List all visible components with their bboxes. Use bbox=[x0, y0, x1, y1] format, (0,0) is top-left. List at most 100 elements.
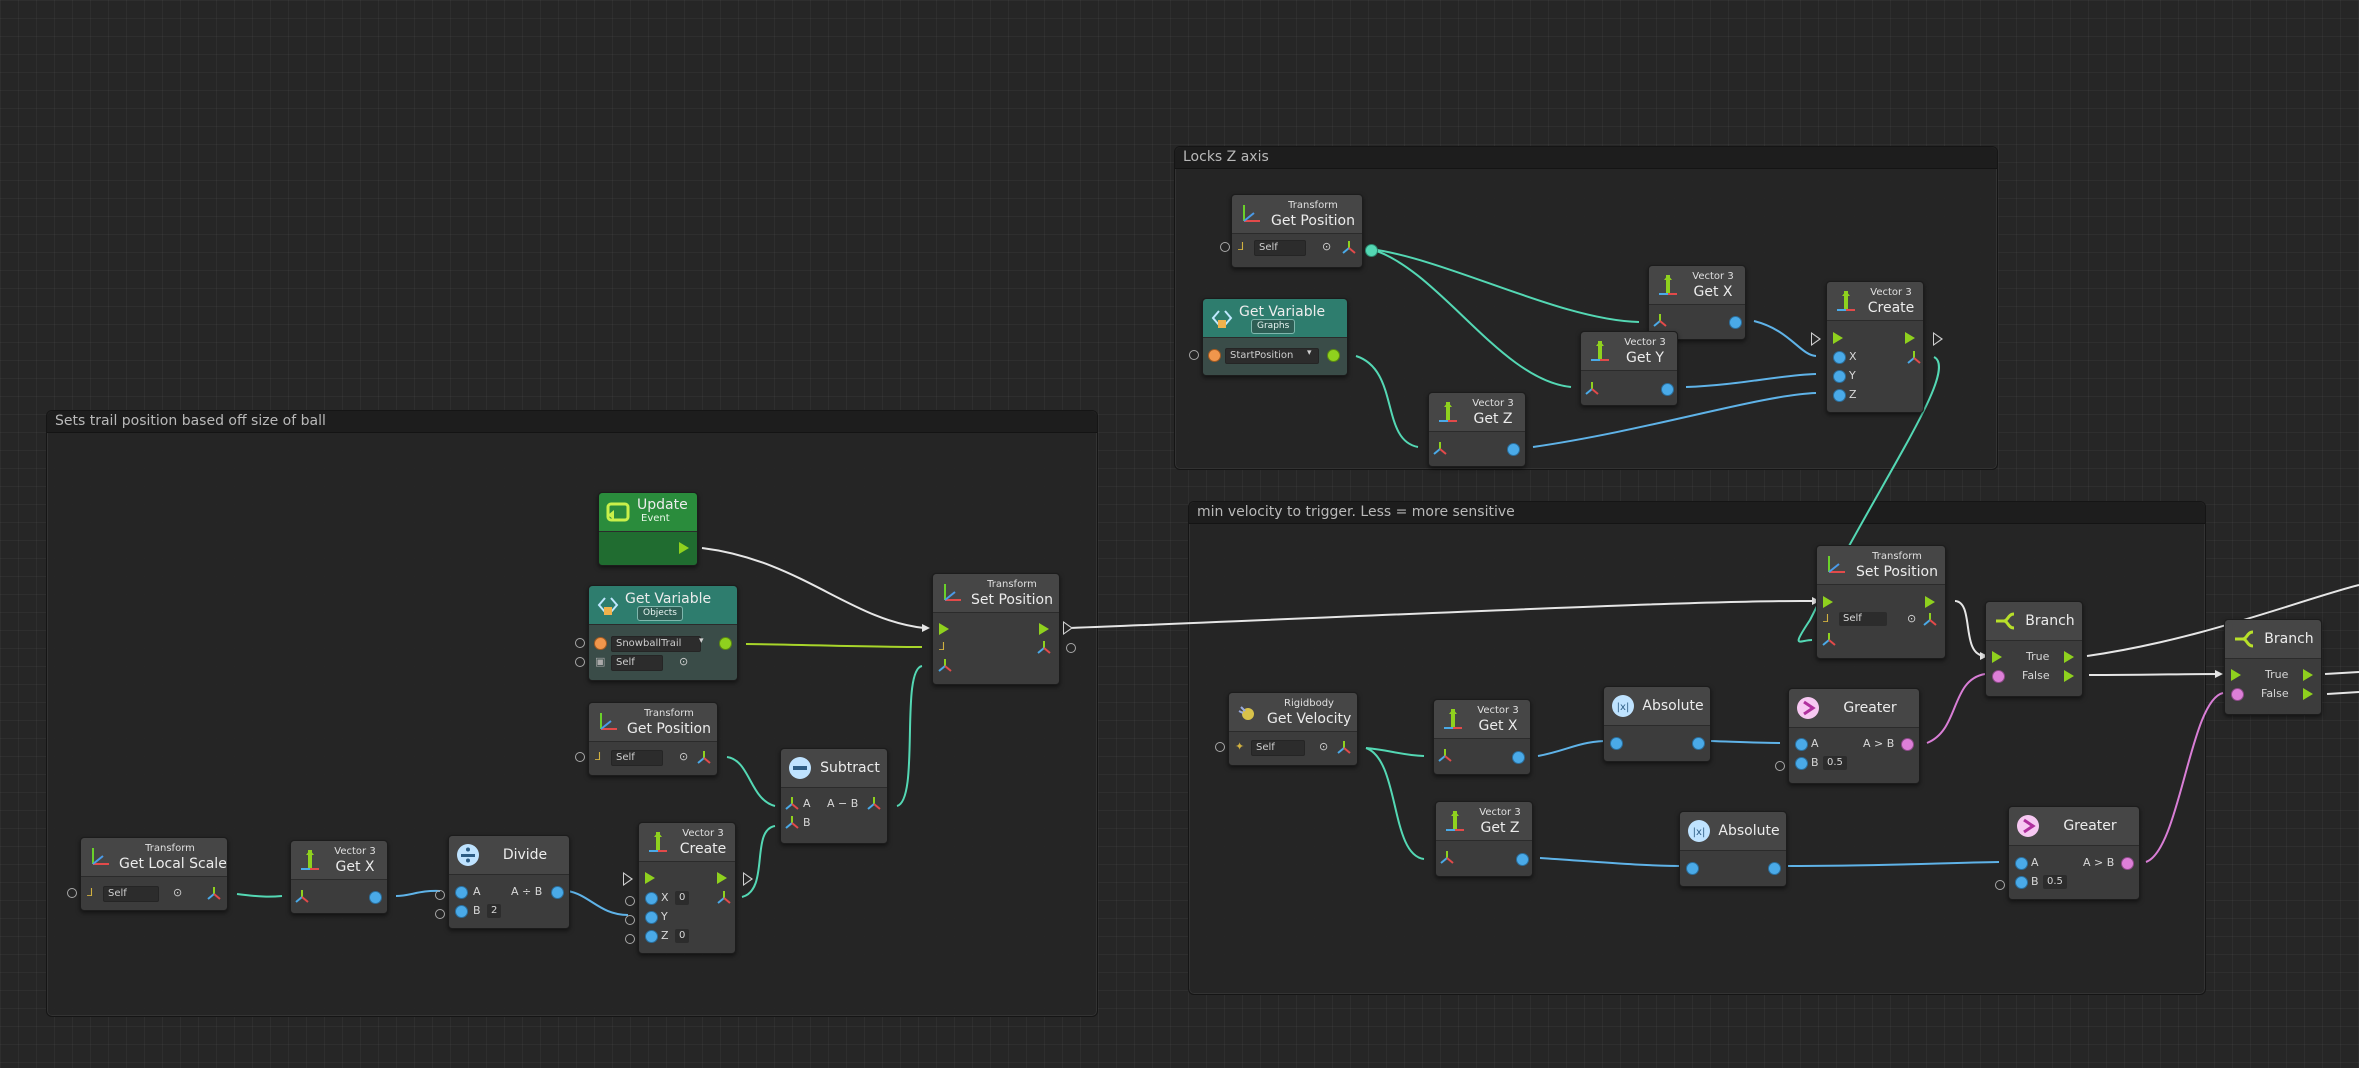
node-rigidbody-get-velocity[interactable]: Rigidbody Get Velocity ✦ Self ⊙ bbox=[1215, 692, 1358, 766]
input-port[interactable] bbox=[625, 896, 635, 906]
self-field[interactable]: Self bbox=[1251, 740, 1305, 756]
target-picker-icon[interactable]: ⊙ bbox=[173, 886, 183, 899]
flow-in-arrow-icon[interactable] bbox=[2231, 669, 2241, 681]
bool-output-port[interactable] bbox=[2121, 857, 2134, 870]
node-vector3-get-x[interactable]: Vector 3 Get X bbox=[1648, 265, 1746, 340]
input-port[interactable] bbox=[575, 752, 585, 762]
output-port[interactable] bbox=[1365, 244, 1378, 257]
node-transform-get-position[interactable]: Transform Get Position ⅃ Self ⊙ bbox=[1220, 194, 1378, 268]
vector3-output-icon[interactable] bbox=[1037, 640, 1051, 654]
vector3-output-icon[interactable] bbox=[867, 796, 881, 810]
vector3-input-icon[interactable] bbox=[1440, 850, 1454, 864]
node-greater-x[interactable]: Greater A A > B B 0.5 bbox=[1775, 688, 1920, 784]
target-picker-icon[interactable]: ⊙ bbox=[679, 655, 689, 668]
flow-in-arrow-icon[interactable] bbox=[939, 623, 949, 635]
target-picker-icon[interactable]: ⊙ bbox=[1319, 740, 1329, 753]
node-greater-z[interactable]: Greater A A > B B 0.5 bbox=[1995, 806, 2140, 900]
y-input-port[interactable] bbox=[1833, 370, 1846, 383]
wire-abs2-to-greater2[interactable] bbox=[1787, 861, 2000, 867]
flow-in-arrow-icon[interactable] bbox=[1823, 596, 1833, 608]
wire-velocity-to-getz[interactable] bbox=[1365, 747, 1425, 860]
wire-getz-to-abs2[interactable] bbox=[1539, 857, 1690, 867]
node-get-variable-snowballtrail[interactable]: Get Variable Objects SnowballTrail ▾ ▣ S… bbox=[575, 585, 738, 681]
b-value-field[interactable]: 2 bbox=[487, 904, 502, 918]
wire-setpos-to-branch1[interactable] bbox=[1954, 600, 1986, 657]
node-absolute-z[interactable]: |x| Absolute bbox=[1679, 811, 1787, 887]
y-input-port[interactable] bbox=[645, 911, 658, 924]
x-input-port[interactable] bbox=[1833, 351, 1846, 364]
variable-kind-badge[interactable]: Objects bbox=[637, 606, 684, 621]
node-branch-1[interactable]: Branch True False bbox=[1985, 601, 2083, 697]
node-branch-2[interactable]: Branch True False bbox=[2224, 619, 2322, 715]
node-vector3-get-y[interactable]: Vector 3 Get Y bbox=[1580, 331, 1678, 406]
wire-setpos-flow-to-mv[interactable] bbox=[1069, 599, 1813, 629]
target-picker-icon[interactable]: ⊙ bbox=[1907, 612, 1917, 625]
group-title[interactable]: Sets trail position based off size of ba… bbox=[47, 411, 1097, 433]
wire-subtract-to-setpos[interactable] bbox=[896, 665, 923, 807]
flow-input-port[interactable] bbox=[1811, 332, 1821, 346]
self-field[interactable]: Self bbox=[611, 655, 663, 671]
input-port[interactable] bbox=[575, 657, 585, 667]
vector3-output-icon[interactable] bbox=[1907, 350, 1921, 364]
input-port[interactable] bbox=[575, 638, 585, 648]
input-port[interactable] bbox=[1215, 742, 1225, 752]
string-port[interactable] bbox=[594, 637, 607, 650]
float-output-port[interactable] bbox=[1507, 443, 1520, 456]
self-field[interactable]: Self bbox=[1839, 612, 1887, 626]
output-port[interactable] bbox=[719, 637, 732, 650]
flow-output-port[interactable] bbox=[1933, 332, 1943, 346]
float-output-port[interactable] bbox=[551, 886, 564, 899]
chevron-down-icon[interactable]: ▾ bbox=[1307, 348, 1312, 358]
bool-output-port[interactable] bbox=[1901, 738, 1914, 751]
input-port[interactable] bbox=[67, 888, 77, 898]
true-out-arrow-icon[interactable] bbox=[2064, 651, 2074, 663]
vector3-input-icon[interactable] bbox=[1438, 748, 1452, 762]
target-picker-icon[interactable]: ⊙ bbox=[679, 750, 689, 763]
node-transform-get-local-scale[interactable]: Transform Get Local Scale ⅃ Self ⊙ bbox=[67, 837, 228, 911]
vector3-input-icon[interactable] bbox=[1585, 381, 1599, 395]
chevron-down-icon[interactable]: ▾ bbox=[699, 636, 704, 646]
flow-output-port[interactable] bbox=[743, 872, 753, 886]
x-input-port[interactable] bbox=[645, 892, 658, 905]
vector3-input-icon[interactable] bbox=[1433, 441, 1447, 455]
wire-create-to-subtract[interactable] bbox=[741, 825, 776, 898]
condition-input-port[interactable] bbox=[2231, 688, 2244, 701]
node-vector3-get-z[interactable]: Vector 3 Get Z bbox=[1428, 392, 1526, 467]
input-port[interactable] bbox=[1189, 350, 1199, 360]
flow-in-arrow-icon[interactable] bbox=[1992, 651, 2002, 663]
target-picker-icon[interactable]: ⊙ bbox=[1322, 240, 1332, 253]
wire-getz-to-create[interactable] bbox=[1532, 392, 1817, 448]
vector3-input-icon[interactable] bbox=[295, 889, 309, 903]
vector3-output-icon[interactable] bbox=[1923, 612, 1937, 626]
output-port[interactable] bbox=[1066, 643, 1076, 653]
false-out-arrow-icon[interactable] bbox=[2064, 670, 2074, 682]
input-port[interactable] bbox=[1220, 242, 1230, 252]
group-title[interactable]: min velocity to trigger. Less = more sen… bbox=[1189, 502, 2205, 524]
wire-branch1-false[interactable] bbox=[2088, 673, 2221, 676]
a-input-port[interactable] bbox=[2015, 857, 2028, 870]
flow-out-arrow-icon[interactable] bbox=[1925, 596, 1935, 608]
float-output-port[interactable] bbox=[1661, 383, 1674, 396]
node-transform-get-position-trail[interactable]: Transform Get Position ⅃ Self ⊙ bbox=[575, 702, 718, 776]
b-value-field[interactable]: 0.5 bbox=[1823, 756, 1847, 770]
b-input-port[interactable] bbox=[455, 905, 468, 918]
x-value-field[interactable]: 0 bbox=[675, 891, 690, 905]
wire-getx-to-create[interactable] bbox=[1753, 320, 1817, 357]
node-vector3-get-x-mv[interactable]: Vector 3 Get X bbox=[1433, 699, 1531, 775]
node-get-variable-startposition[interactable]: Get Variable Graphs StartPosition ▾ bbox=[1189, 298, 1348, 376]
node-transform-set-position[interactable]: Transform Set Position ⅃ bbox=[932, 573, 1060, 685]
float-output-port[interactable] bbox=[369, 891, 382, 904]
wire-localscale-to-getx[interactable] bbox=[236, 893, 283, 898]
vector3-input-icon[interactable] bbox=[785, 815, 799, 829]
b-value-field[interactable]: 0.5 bbox=[2043, 875, 2067, 889]
transform-mini-icon[interactable]: ⅃ bbox=[939, 640, 946, 653]
input-port[interactable] bbox=[1995, 880, 2005, 890]
float-output-port[interactable] bbox=[1729, 316, 1742, 329]
self-field[interactable]: Self bbox=[1254, 240, 1306, 256]
wire-greater1-to-branch1[interactable] bbox=[1926, 673, 1986, 744]
float-output-port[interactable] bbox=[1692, 737, 1705, 750]
flow-out-arrow-icon[interactable] bbox=[1039, 623, 1049, 635]
wire-greater2-to-branch2[interactable] bbox=[2145, 692, 2224, 863]
input-port[interactable] bbox=[625, 934, 635, 944]
